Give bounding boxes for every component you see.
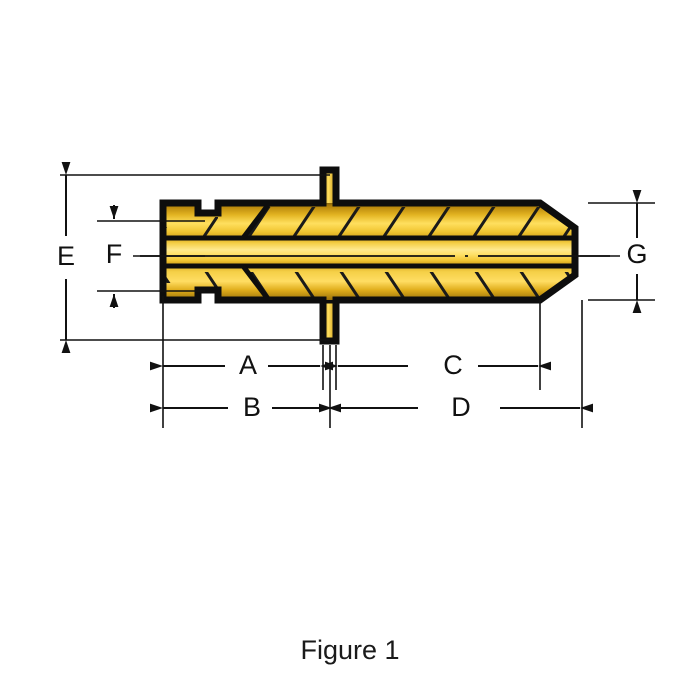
lower-wall-section <box>163 264 575 300</box>
dimension-label-G: G <box>626 239 647 269</box>
dimension-B: B <box>150 392 341 422</box>
dimension-label-F: F <box>106 239 123 269</box>
dimension-A: A <box>150 350 333 380</box>
nose-shoulder-top <box>241 203 270 240</box>
upper-wall-section <box>163 203 575 240</box>
part-outline-stroke <box>159 166 579 345</box>
figure-caption: Figure 1 <box>300 635 399 665</box>
nose-shoulder-bottom <box>241 264 270 301</box>
dimension-label-E: E <box>57 241 75 271</box>
dimension-label-A: A <box>239 350 257 380</box>
dimension-label-D: D <box>451 392 471 422</box>
dimension-E: E <box>57 162 330 353</box>
part-body <box>159 166 579 345</box>
dimension-C: C <box>325 350 551 380</box>
dimension-G: G <box>580 190 655 313</box>
dimension-label-B: B <box>243 392 261 422</box>
dimension-D: D <box>319 392 593 422</box>
dimension-label-C: C <box>443 350 463 380</box>
bore-core-band <box>163 238 575 266</box>
dimension-F: F <box>97 205 205 308</box>
